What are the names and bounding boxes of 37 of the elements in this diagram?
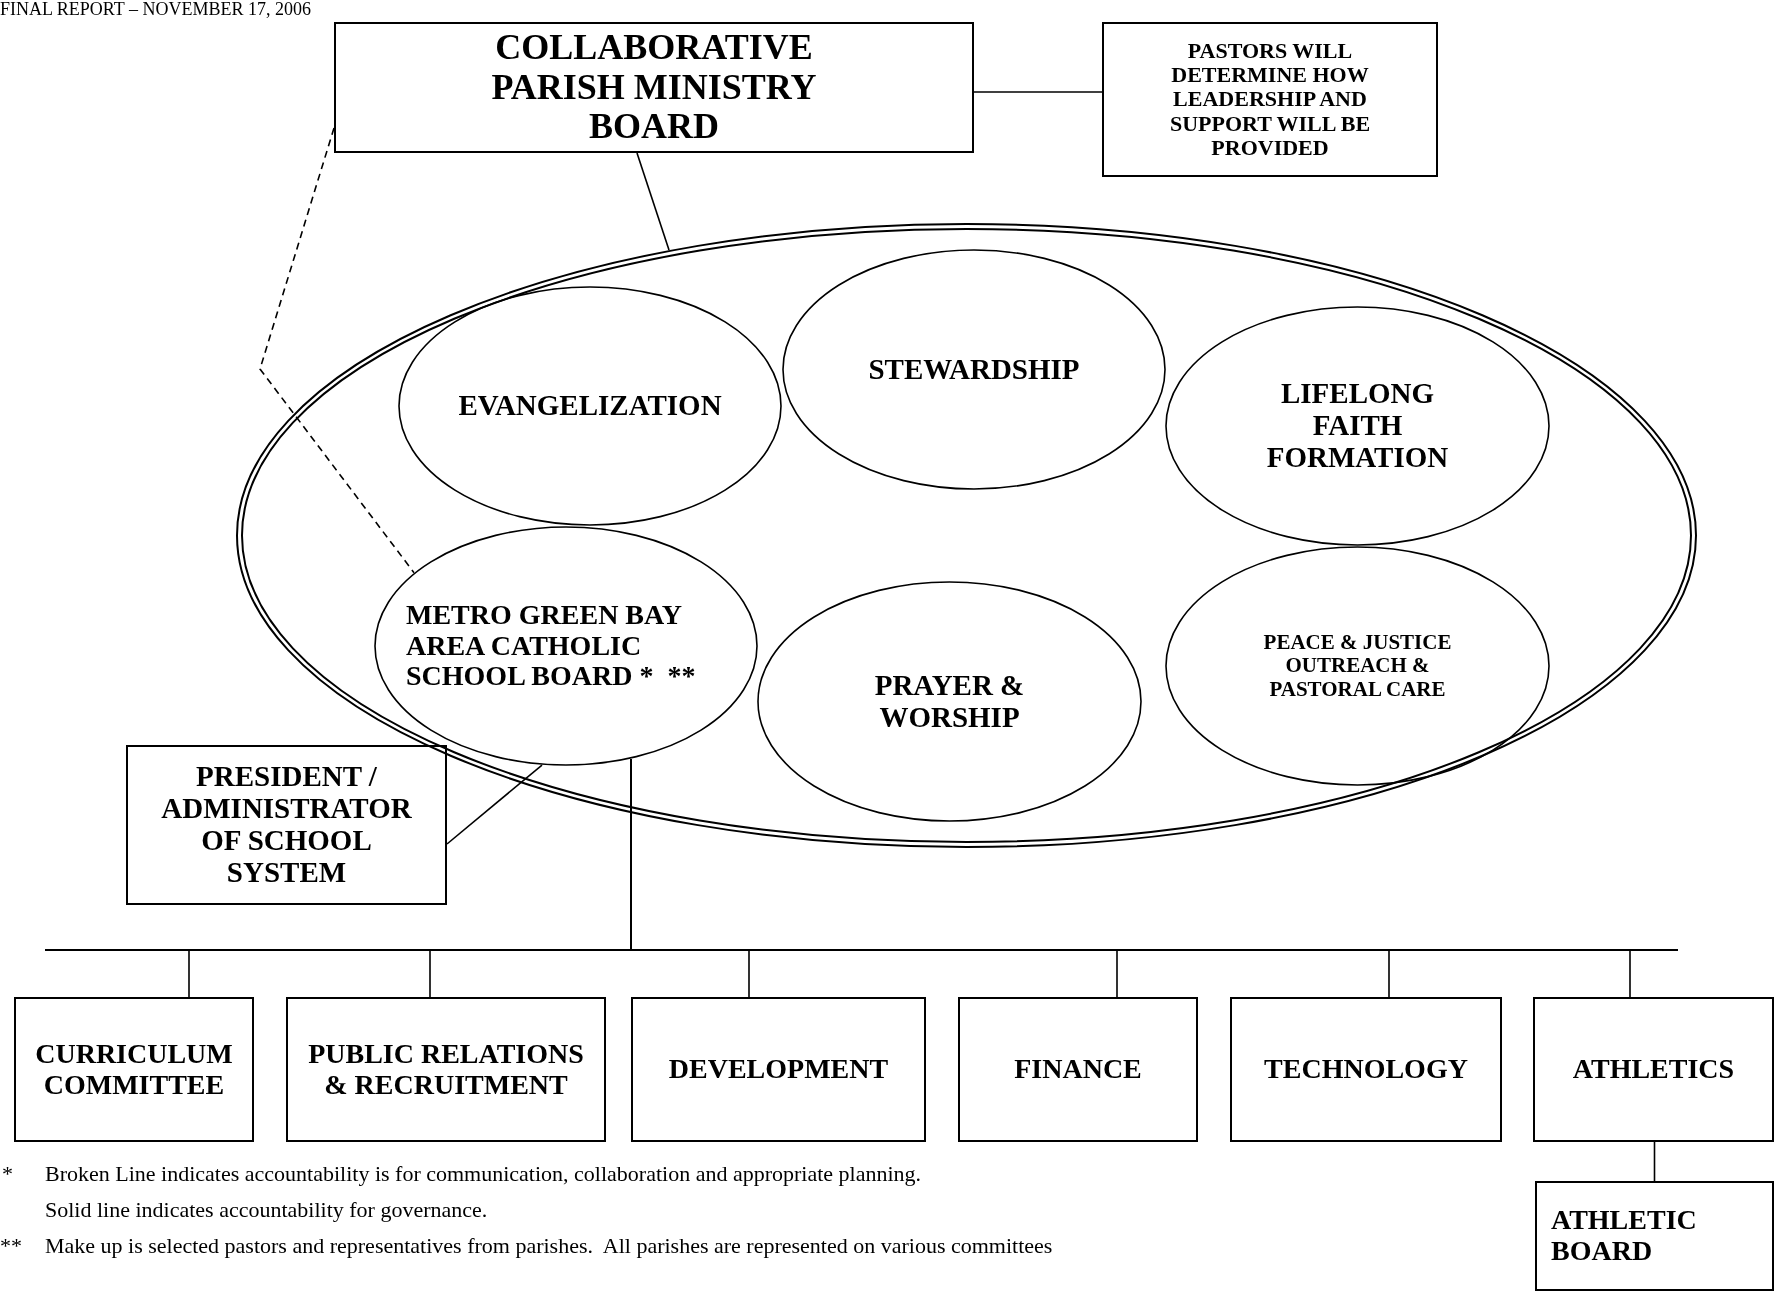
org-box <box>631 997 926 1142</box>
footnote-text: Make up is selected pastors and representatives from parishes. All parishes are represented on various committees <box>45 1234 1053 1259</box>
footnote-mark: * <box>2 1162 13 1187</box>
node-label: PUBLIC RELATIONS & RECRUITMENT <box>307 1038 585 1101</box>
connector-line <box>636 152 670 251</box>
node-label: ATHLETICS <box>1571 1054 1736 1085</box>
node-label: PRESIDENT / ADMINISTRATOR OF SCHOOL SYSTEM <box>160 761 413 889</box>
node-label: STEWARDSHIP <box>867 353 1081 386</box>
connector-line <box>446 764 543 845</box>
node-label: LIFELONG FAITH FORMATION <box>1265 378 1450 474</box>
node-label: DEVELOPMENT <box>667 1054 890 1085</box>
node-label: TECHNOLOGY <box>1263 1054 1469 1085</box>
node-label: CURRICULUM COMMITTEE <box>34 1038 234 1101</box>
node-label: FINANCE <box>1013 1054 1143 1085</box>
org-box <box>1230 997 1502 1142</box>
node-label: EVANGELIZATION <box>457 390 723 422</box>
org-box <box>14 997 254 1142</box>
node-label: PASTORS WILL DETERMINE HOW LEADERSHIP AND SUPPORT WILL BE PROVIDED <box>1168 39 1372 160</box>
org-box <box>1535 1181 1774 1291</box>
org-box <box>286 997 606 1142</box>
node-label: METRO GREEN BAY AREA CATHOLIC SCHOOL BOARD * ** <box>406 599 697 693</box>
org-box <box>126 745 447 905</box>
org-box <box>1533 997 1774 1142</box>
footnote-text: Broken Line indicates accountability is for communication, collaboration and appropriate planning. <box>45 1162 922 1187</box>
report-date: FINAL REPORT – NOVEMBER 17, 2006 <box>0 0 311 20</box>
connector-line <box>973 91 1103 93</box>
org-box <box>334 22 974 153</box>
node-label: COLLABORATIVE PARISH MINISTRY BOARD <box>490 28 818 147</box>
connector-line <box>259 127 415 574</box>
node-label: PRAYER & WORSHIP <box>873 669 1026 734</box>
connector-line <box>1653 1141 1656 1182</box>
org-box <box>1102 22 1438 177</box>
footnote-text: Solid line indicates accountability for governance. <box>45 1198 488 1223</box>
node-label: ATHLETIC BOARD <box>1550 1205 1698 1267</box>
node-label: PEACE & JUSTICE OUTREACH & PASTORAL CARE <box>1262 631 1453 701</box>
footnote-mark: ** <box>0 1234 22 1259</box>
org-box <box>958 997 1198 1142</box>
